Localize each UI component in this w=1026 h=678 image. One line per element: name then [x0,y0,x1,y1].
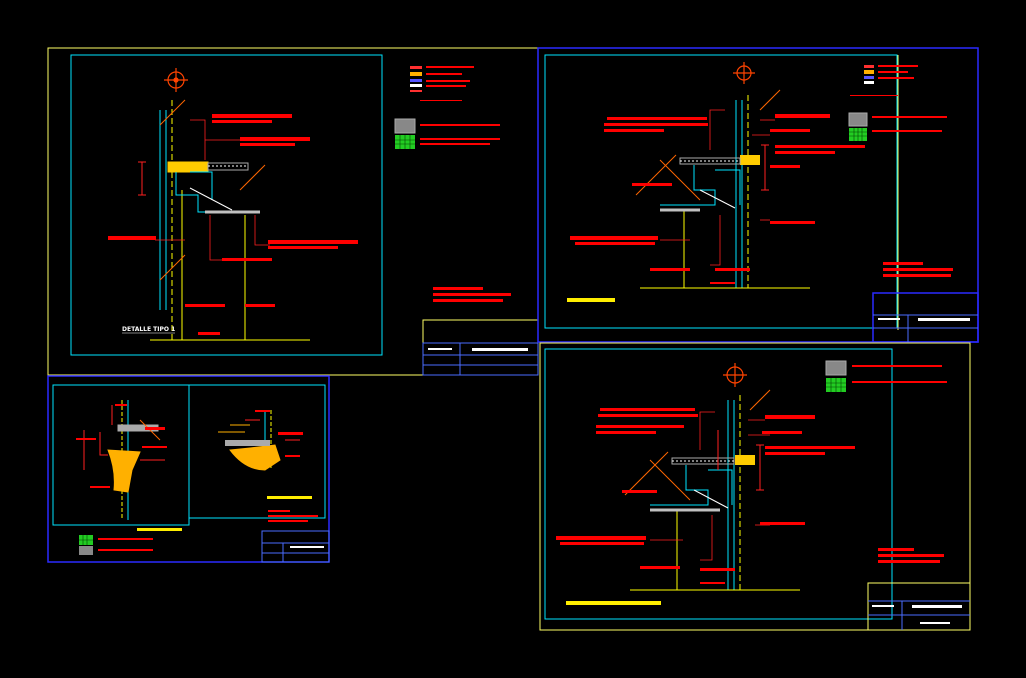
sheet-2 [537,47,979,343]
sheet-3-viewport-b [188,384,326,519]
sheet-2-title-block [872,292,979,343]
grid-legend-icon [849,128,867,141]
sheet-4-legend [825,360,947,392]
sheet-2-notes [883,262,953,277]
sheet-2-viewport [544,54,898,329]
sheet-4-viewport [544,348,893,620]
sheet-1: DETALLE TIPO 1 [47,47,539,376]
sheet-4-border [539,342,971,631]
crosshair-symbol-icon [164,68,188,92]
grid-legend-icon [79,535,93,545]
sheet-1-notes [433,287,511,302]
sheet-1-title-block [422,319,539,376]
sheet-1-caption: DETALLE TIPO 1 [122,326,175,333]
sheet-2-border [537,47,979,343]
sheet-3-caption-bar-a [137,528,182,531]
sheet-2-annotations [570,114,865,284]
sheet-2-leaders [660,109,775,266]
sheet-1-viewport [70,54,383,356]
hatch-legend-icon [79,546,93,555]
grid-legend-icon [395,135,415,149]
sheet-1-annotations [108,114,358,335]
sheet-1-legend [394,66,500,149]
sheet-3-detail-a-labels [76,404,167,488]
sheet-3-title-block [261,530,330,563]
sheet-4-section [624,389,800,591]
sheet-4-leaders [650,411,770,561]
sheet-3-legend [79,535,153,555]
sheet-2-caption-bar [567,298,615,302]
sheet-4-caption-bar [566,601,661,605]
sheet-3-caption-bar-b [267,496,312,499]
hatch-legend-icon [825,360,847,376]
crosshair-symbol-icon [723,363,747,387]
sheet-2-legend [848,65,947,141]
sheet-3-notes [268,510,318,522]
sheet-1-section [138,99,310,341]
sheet-3-border [47,375,330,563]
crosshair-symbol-icon [733,62,755,84]
sheet-4 [539,342,971,631]
sheet-4-annotations [556,408,855,584]
sheet-4-title-block [867,582,971,631]
sheet-2-section [635,89,810,289]
grid-legend-icon [826,378,846,392]
sheet-4-notes [878,548,944,563]
sheet-3 [47,375,330,563]
sheet-3-detail-b [218,410,300,471]
hatch-legend-icon [394,118,416,134]
sheet-3-detail-a [83,400,165,520]
hatch-legend-icon [848,112,868,127]
sheet-3-detail-b-labels [255,410,303,457]
